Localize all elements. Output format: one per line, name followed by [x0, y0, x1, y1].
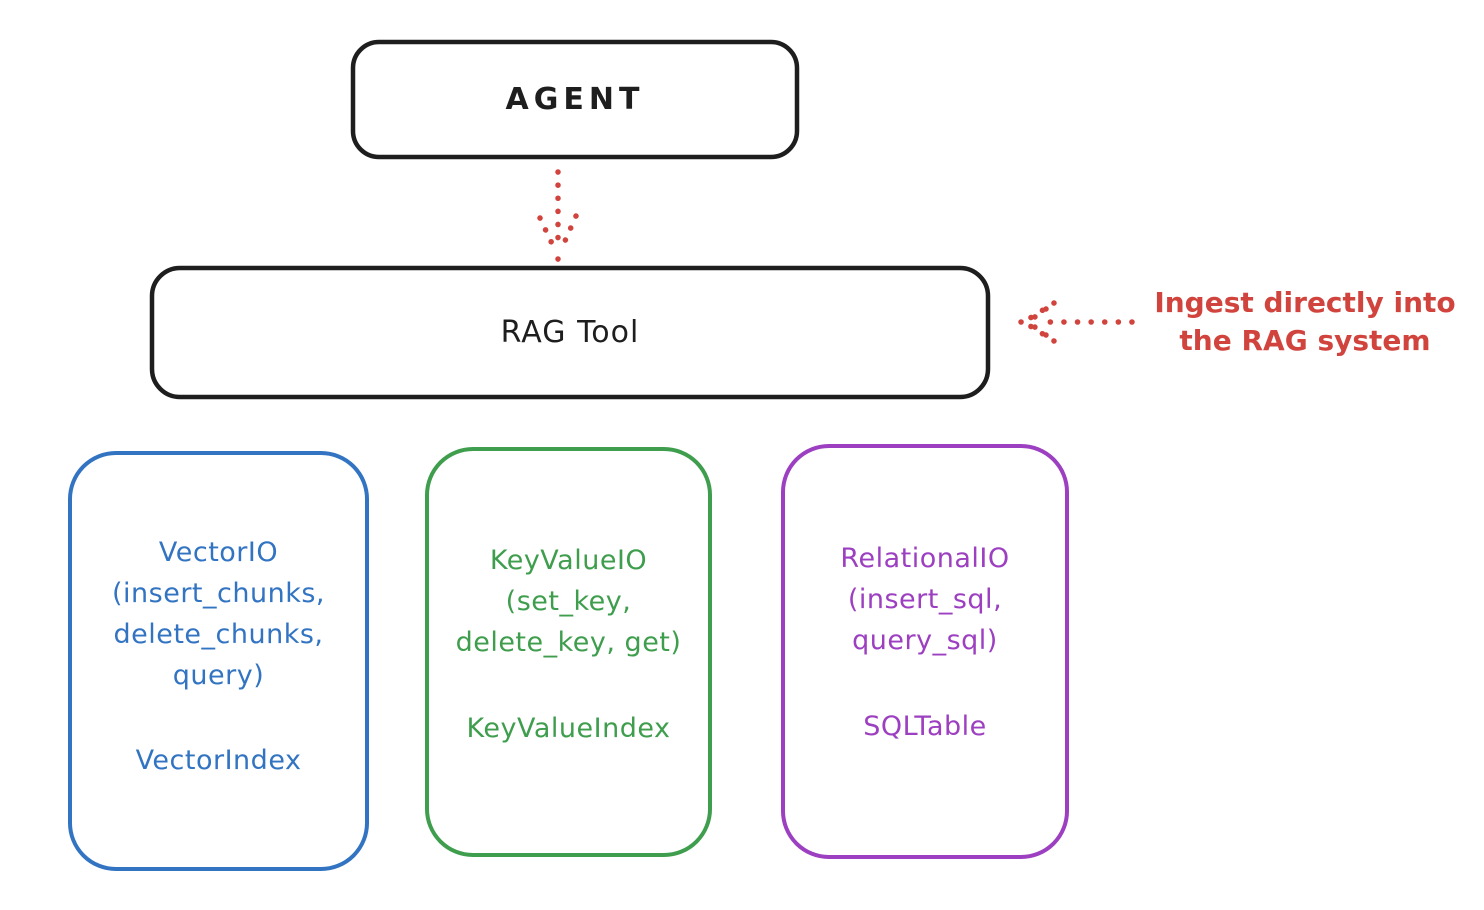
relational-io-title: RelationalIO	[840, 543, 1010, 574]
vector-io-title: VectorIO	[158, 537, 279, 568]
vector-io-box	[68, 451, 369, 871]
relational-io-method-line: (insert_sql,	[847, 584, 1003, 615]
vector-io-method-line: (insert_chunks,	[112, 578, 325, 609]
vector-index-label: VectorIndex	[135, 745, 302, 776]
keyvalue-io-method-line: delete_key, get)	[455, 627, 682, 658]
dotted-arrow-down-icon	[537, 169, 579, 263]
relational-io-box	[781, 444, 1069, 859]
agent-box-label: AGENT	[505, 82, 645, 117]
rag-tool-box-label: RAG Tool	[500, 315, 640, 350]
ingest-annotation-line-2: the RAG system	[1179, 324, 1431, 357]
ingest-annotation-line-1: Ingest directly into	[1154, 286, 1456, 319]
vector-io-method-line: query)	[172, 660, 265, 691]
vector-io-text: VectorIO (insert_chunks, delete_chunks, …	[70, 532, 367, 696]
agent-box	[350, 39, 800, 160]
ingest-annotation: Ingest directly into the RAG system	[1130, 284, 1480, 360]
keyvalue-index-label: KeyValueIndex	[466, 713, 671, 744]
keyvalue-io-method-line: (set_key,	[505, 586, 632, 617]
keyvalue-io-title: KeyValueIO	[489, 545, 648, 576]
keyvalue-io-box	[425, 447, 712, 857]
sql-table-label: SQLTable	[863, 711, 987, 742]
rag-tool-box	[149, 265, 991, 400]
relational-io-text: RelationalIO (insert_sql, query_sql)	[783, 538, 1067, 661]
dotted-arrow-left-icon	[1018, 300, 1135, 344]
keyvalue-io-text: KeyValueIO (set_key, delete_key, get)	[427, 540, 710, 663]
relational-io-method-line: query_sql)	[852, 625, 998, 656]
vector-io-method-line: delete_chunks,	[113, 619, 324, 650]
